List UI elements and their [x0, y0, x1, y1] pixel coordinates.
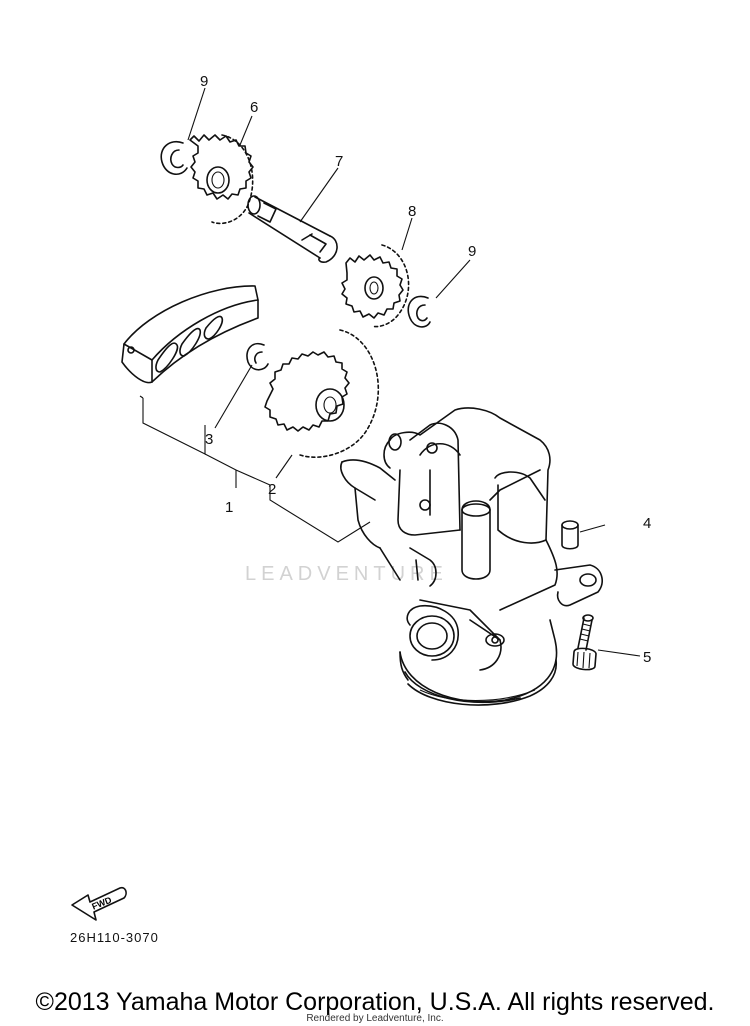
callout-7: 7	[335, 153, 343, 170]
diagram-code: 26H110-3070	[70, 930, 159, 945]
callout-1: 1	[225, 499, 233, 516]
part-pump-housing[interactable]	[340, 407, 603, 706]
callout-6: 6	[250, 99, 258, 116]
callout-9-right: 9	[468, 243, 476, 260]
part-pump-gear-large[interactable]	[264, 329, 380, 458]
fwd-arrow-icon: FWD	[71, 886, 127, 921]
callout-5: 5	[643, 649, 651, 666]
part-circlip-center[interactable]	[246, 343, 269, 371]
leader-lines	[139, 87, 641, 657]
callout-2: 2	[268, 481, 276, 498]
rendered-by-notice: Rendered by Leadventure, Inc.	[306, 1013, 444, 1024]
part-circlip-upper-left[interactable]	[160, 141, 188, 175]
part-drive-gear-small[interactable]	[189, 134, 254, 225]
callout-8: 8	[408, 203, 416, 220]
part-drive-shaft[interactable]	[247, 195, 338, 263]
callout-3: 3	[205, 431, 213, 448]
part-circlip-right[interactable]	[407, 295, 431, 328]
copyright-notice: ©2013 Yamaha Motor Corporation, U.S.A. A…	[35, 988, 715, 1016]
part-dowel-pin[interactable]	[561, 520, 579, 550]
part-driven-gear[interactable]	[341, 244, 410, 328]
part-bolt[interactable]	[572, 614, 597, 671]
part-pump-cover[interactable]	[121, 285, 259, 384]
callout-9-upper: 9	[200, 73, 208, 90]
callout-4: 4	[643, 515, 651, 532]
